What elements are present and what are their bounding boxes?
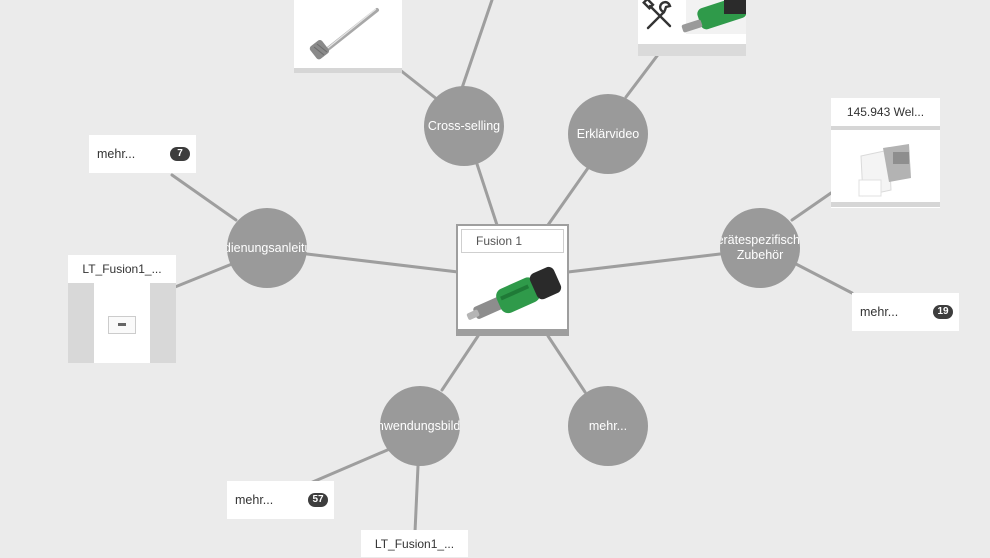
link-center-accessory bbox=[566, 252, 722, 274]
more-link-manual[interactable]: mehr... 7 bbox=[89, 135, 196, 173]
more-link-application[interactable]: mehr... 57 bbox=[227, 481, 334, 519]
card-bottom-bar bbox=[831, 202, 940, 207]
link-application-doc bbox=[413, 464, 420, 534]
hub-anwendungsbilder[interactable]: Anwendungsbilder bbox=[380, 386, 460, 466]
hub-label: mehr... bbox=[588, 418, 628, 433]
card-bottom-bar bbox=[638, 44, 746, 56]
hub-cross-selling[interactable]: Cross-selling bbox=[424, 86, 504, 166]
link-video-product bbox=[624, 50, 662, 99]
welding-nozzle-image bbox=[858, 144, 911, 197]
hub-label: Cross-selling bbox=[427, 118, 501, 133]
count-badge: 7 bbox=[170, 147, 190, 161]
hub-bedienungsanleitung[interactable]: Bedienungsanleitung bbox=[227, 208, 307, 288]
wrench-screwdriver-icon bbox=[642, 0, 672, 30]
card-title: LT_Fusion1_... bbox=[374, 537, 455, 551]
link-application-more bbox=[306, 446, 394, 486]
more-label: mehr... bbox=[860, 305, 899, 319]
accessory-product-card[interactable]: 145.943 Wel... bbox=[831, 98, 940, 208]
link-crossselling-product bbox=[393, 64, 440, 102]
link-center-video bbox=[546, 166, 590, 227]
center-product-image bbox=[461, 256, 564, 328]
link-center-crossselling bbox=[475, 162, 499, 227]
center-bottom-bar bbox=[458, 329, 567, 334]
card-title: 145.943 Wel... bbox=[831, 98, 940, 130]
video-thumbnail bbox=[638, 0, 746, 44]
link-manual-doc bbox=[173, 262, 234, 289]
product-thumbnail bbox=[294, 0, 402, 68]
link-manual-more bbox=[170, 173, 238, 222]
hub-label: Anwendungsbilder bbox=[380, 418, 460, 433]
link-center-manual bbox=[305, 252, 460, 274]
drill-video-image bbox=[681, 0, 746, 34]
link-center-application bbox=[440, 334, 480, 392]
more-label: mehr... bbox=[235, 493, 274, 507]
video-product-card[interactable] bbox=[638, 0, 746, 56]
count-badge: 57 bbox=[308, 493, 328, 507]
center-product-node[interactable]: Fusion 1 bbox=[456, 224, 569, 336]
link-accessory-card bbox=[790, 191, 833, 222]
center-title: Fusion 1 bbox=[461, 229, 564, 253]
hub-erklaervideo[interactable]: Erklärvideo bbox=[568, 94, 648, 174]
shank-bit-image bbox=[309, 8, 379, 60]
hub-mehr[interactable]: mehr... bbox=[568, 386, 648, 466]
accessory-thumbnail bbox=[831, 130, 940, 202]
document-page-preview bbox=[108, 316, 136, 334]
more-label: mehr... bbox=[97, 147, 136, 161]
link-center-more bbox=[546, 334, 587, 394]
card-bottom-bar bbox=[294, 68, 402, 73]
card-title: LT_Fusion1_... bbox=[68, 255, 176, 283]
hub-geraetespezifisches-zubehoer[interactable]: Gerätespezifisches Zubehör bbox=[720, 208, 800, 288]
hub-label: Gerätespezifisches Zubehör bbox=[720, 233, 800, 262]
crossselling-product-card[interactable] bbox=[294, 0, 402, 73]
manual-document-card[interactable]: LT_Fusion1_... bbox=[68, 255, 176, 363]
more-link-accessory[interactable]: mehr... 19 bbox=[852, 293, 959, 331]
hub-label: Bedienungsanleitung bbox=[227, 240, 307, 255]
count-badge: 19 bbox=[933, 305, 953, 319]
drill-image bbox=[466, 266, 562, 320]
link-accessory-more bbox=[794, 262, 854, 295]
application-document-card[interactable]: LT_Fusion1_... bbox=[361, 530, 468, 557]
link-crossselling-top bbox=[460, 0, 494, 90]
hub-label: Erklärvideo bbox=[576, 126, 640, 141]
document-thumbnail bbox=[94, 283, 150, 363]
